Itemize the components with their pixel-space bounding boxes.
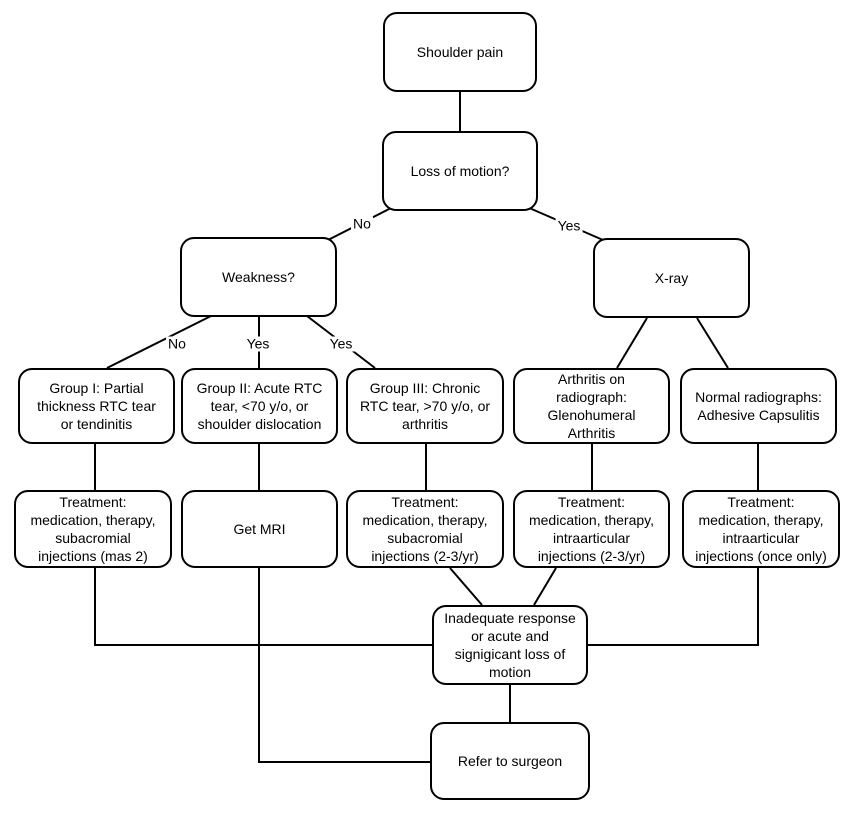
node-group-2: Group II: Acute RTC tear, <70 y/o, or sh…	[181, 368, 338, 444]
node-get-mri: Get MRI	[181, 490, 338, 568]
node-treatment-group-1: Treatment: medication, therapy, subacrom…	[14, 490, 172, 568]
edge-getmri-refer	[258, 568, 430, 763]
edge-label-loss-yes: Yes	[555, 217, 583, 234]
node-treatment-capsulitis: Treatment: medication, therapy, intraart…	[682, 490, 840, 568]
node-shoulder-pain: Shoulder pain	[383, 12, 537, 92]
edge-treatment5-inadequate	[588, 568, 759, 646]
edge-label-loss-no: No	[351, 215, 373, 232]
edge-xray-arthritis	[616, 317, 648, 369]
edge-xray-normal	[696, 317, 729, 369]
edge-label-weakness-no: No	[166, 335, 188, 352]
node-weakness: Weakness?	[180, 237, 337, 317]
node-normal-radiographs: Normal radiographs: Adhesive Capsulitis	[680, 368, 837, 444]
edge-label-weakness-yes-mid: Yes	[244, 335, 272, 352]
edge-treatment4-inadequate	[533, 567, 557, 606]
node-treatment-arthritis: Treatment: medication, therapy, intraart…	[513, 490, 670, 568]
edge-treatment3-inadequate	[449, 567, 483, 606]
node-group-1: Group I: Partial thickness RTC tear or t…	[18, 368, 175, 444]
node-loss-of-motion: Loss of motion?	[382, 131, 538, 211]
node-inadequate-response: Inadequate response or acute and signigi…	[432, 605, 588, 685]
edge-weakness-group1	[106, 315, 212, 369]
node-treatment-group-3: Treatment: medication, therapy, subacrom…	[346, 490, 504, 568]
node-group-3: Group III: Chronic RTC tear, >70 y/o, or…	[346, 368, 504, 444]
node-x-ray: X-ray	[593, 238, 750, 318]
edge-label-weakness-yes-right: Yes	[327, 335, 355, 352]
edge-treatment1-inadequate	[94, 568, 432, 646]
node-arthritis-glenohumeral: Arthritis on radiograph: Glenohumeral Ar…	[513, 368, 670, 444]
node-refer-to-surgeon: Refer to surgeon	[430, 722, 590, 800]
